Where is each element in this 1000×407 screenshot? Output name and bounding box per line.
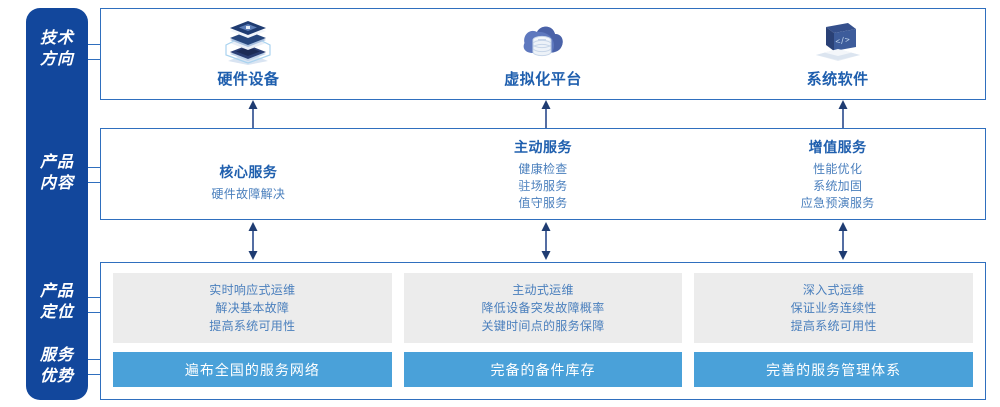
rail-label-line2: 内容 [39, 175, 74, 192]
tech-item-label: 硬件设备 [217, 71, 280, 88]
product-content-panel: 核心服务 硬件故障解决 主动服务 健康检查 驻场服务 值守服务 增值服务 性能优… [100, 128, 986, 220]
content-item: 应急预演服务 [800, 195, 875, 210]
arrow-up-software [838, 100, 848, 128]
rail-label-line2: 优势 [39, 368, 74, 385]
rail-label-line2: 方向 [39, 51, 74, 68]
arrow-up-virtualization [541, 100, 551, 128]
positioning-line: 深入式运维 [802, 283, 865, 297]
cloud-database-icon [517, 19, 569, 65]
positioning-line: 实时响应式运维 [209, 283, 296, 297]
category-rail [26, 8, 88, 400]
content-item: 硬件故障解决 [211, 186, 286, 201]
positioning-line: 保证业务连续性 [790, 301, 877, 315]
content-column-proactive[interactable]: 主动服务 健康检查 驻场服务 值守服务 [396, 129, 691, 219]
tech-item-software[interactable]: </> 系统软件 [690, 9, 985, 99]
tech-item-label: 系统软件 [806, 71, 869, 88]
connector-position-bottom [88, 312, 101, 313]
content-item: 驻场服务 [518, 178, 568, 193]
content-item: 健康检查 [518, 161, 568, 176]
arrow-double-value-added [838, 222, 848, 260]
content-item: 值守服务 [518, 195, 568, 210]
svg-text:</>: </> [834, 35, 850, 46]
rail-label-product-content: 产品 内容 [26, 152, 88, 194]
tech-item-virtualization[interactable]: 虚拟化平台 [396, 9, 691, 99]
positioning-card[interactable]: 主动式运维 降低设备突发故障概率 关键时间点的服务保障 [403, 273, 683, 343]
content-column-title: 增值服务 [808, 138, 867, 155]
advantage-bar[interactable]: 完善的服务管理体系 [694, 352, 974, 387]
connector-tech-top [88, 44, 101, 45]
positioning-line: 降低设备突发故障概率 [481, 301, 605, 315]
rail-label-line1: 产品 [39, 283, 74, 300]
rail-label-line1: 服务 [39, 347, 74, 364]
arrow-double-core [248, 222, 258, 260]
bottom-column-1: 实时响应式运维 解决基本故障 提高系统可用性 遍布全国的服务网络 [113, 273, 392, 389]
connector-content-bottom [88, 182, 101, 183]
positioning-line: 主动式运维 [512, 283, 574, 297]
tech-direction-panel: 硬件设备 虚拟化平台 [100, 8, 986, 100]
positioning-line: 提高系统可用性 [209, 319, 296, 333]
rail-label-line2: 定位 [39, 304, 74, 321]
positioning-line: 关键时间点的服务保障 [481, 319, 605, 333]
content-column-title: 主动服务 [514, 138, 572, 155]
arrow-up-hardware [248, 100, 258, 128]
tech-item-label: 虚拟化平台 [504, 71, 582, 88]
content-item: 性能优化 [813, 161, 863, 176]
content-column-title: 核心服务 [219, 163, 278, 180]
rail-label-product-position: 产品 定位 [26, 281, 88, 323]
server-stack-icon [222, 19, 274, 65]
rail-label-line1: 技术 [39, 30, 74, 47]
positioning-line: 提高系统可用性 [790, 319, 877, 333]
arrow-double-proactive [541, 222, 551, 260]
advantage-bar[interactable]: 完备的备件库存 [403, 352, 683, 387]
positioning-advantage-panel: 实时响应式运维 解决基本故障 提高系统可用性 遍布全国的服务网络 主动式运维 降… [100, 262, 986, 400]
content-item: 系统加固 [813, 178, 863, 193]
content-column-core[interactable]: 核心服务 硬件故障解决 [101, 129, 396, 219]
positioning-card[interactable]: 实时响应式运维 解决基本故障 提高系统可用性 [113, 273, 392, 343]
tech-item-hardware[interactable]: 硬件设备 [101, 9, 396, 99]
rail-label-service-advantage: 服务 优势 [26, 345, 88, 387]
connector-advantage-bottom [88, 374, 101, 375]
connector-advantage-top [88, 359, 101, 360]
rail-label-line1: 产品 [39, 154, 74, 171]
bottom-column-2: 主动式运维 降低设备突发故障概率 关键时间点的服务保障 完备的备件库存 [403, 273, 683, 389]
bottom-column-3: 深入式运维 保证业务连续性 提高系统可用性 完善的服务管理体系 [694, 273, 974, 389]
advantage-bar[interactable]: 遍布全国的服务网络 [113, 352, 392, 387]
laptop-code-icon: </> [812, 19, 864, 65]
connector-position-top [88, 297, 101, 298]
connector-content-top [88, 167, 101, 168]
positioning-card[interactable]: 深入式运维 保证业务连续性 提高系统可用性 [694, 273, 974, 343]
content-column-value-added[interactable]: 增值服务 性能优化 系统加固 应急预演服务 [690, 129, 985, 219]
rail-label-tech-direction: 技术 方向 [26, 28, 88, 70]
connector-tech-bottom [88, 59, 101, 60]
positioning-line: 解决基本故障 [215, 301, 290, 315]
